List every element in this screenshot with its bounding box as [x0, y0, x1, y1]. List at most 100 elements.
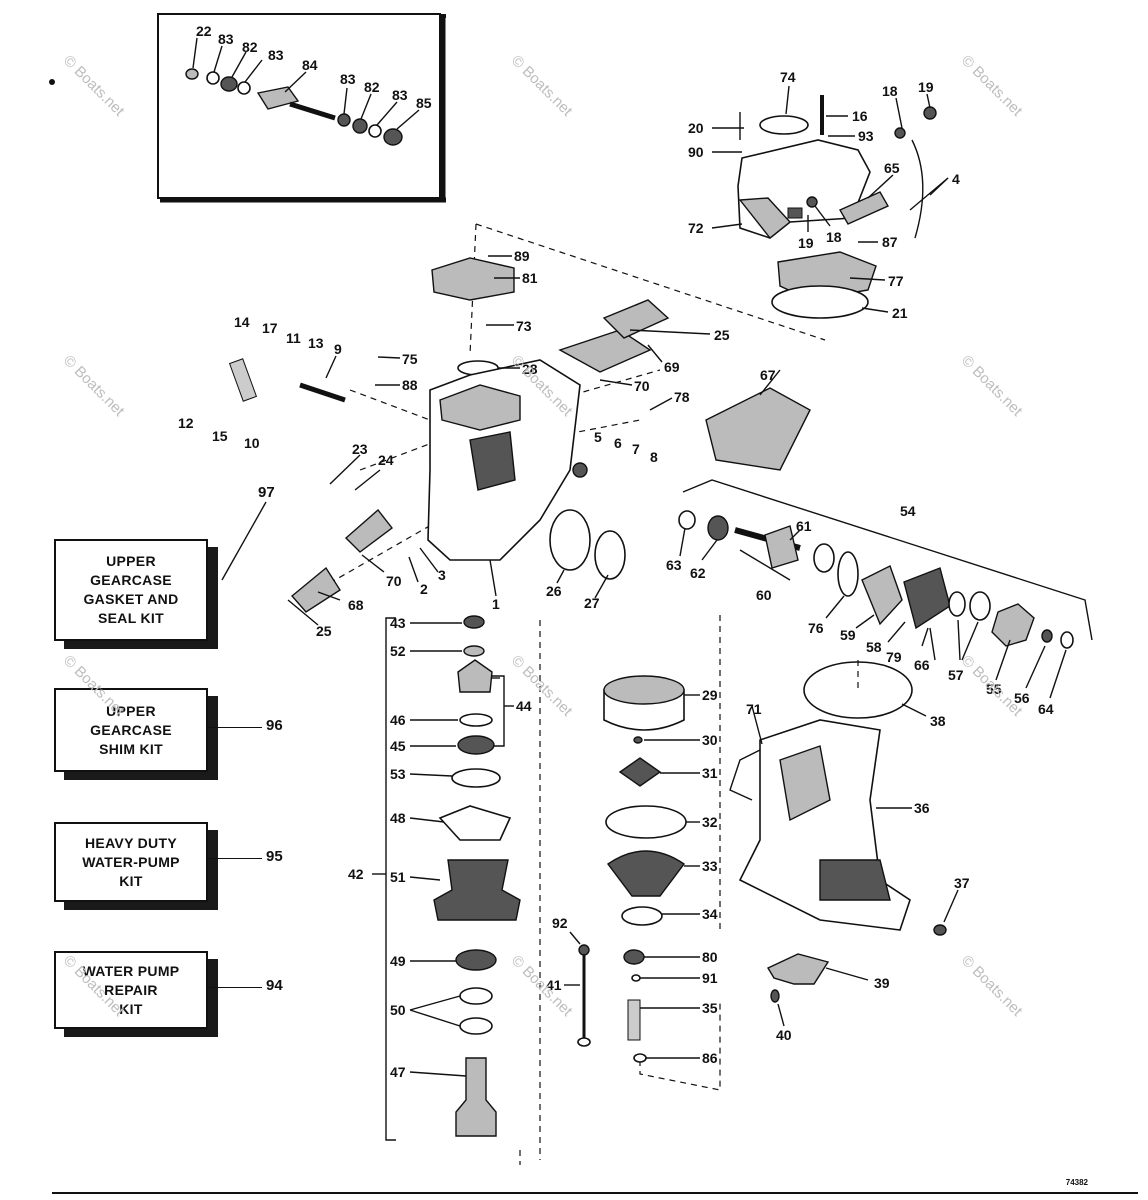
callout-78: 78 — [674, 389, 690, 405]
callout-37: 37 — [954, 875, 970, 891]
callout-19: 19 — [918, 79, 934, 95]
kit-95-leader — [206, 858, 262, 859]
callout-48: 48 — [390, 810, 406, 826]
callout-82: 82 — [364, 79, 380, 95]
callout-24: 24 — [378, 452, 394, 468]
callout-12: 12 — [178, 415, 194, 431]
callout-3: 3 — [438, 567, 446, 583]
callout-60: 60 — [756, 587, 772, 603]
callout-39: 39 — [874, 975, 890, 991]
kit-number: 94 — [266, 977, 283, 994]
callout-87: 87 — [882, 234, 898, 250]
callout-67: 67 — [760, 367, 776, 383]
callout-8: 8 — [650, 449, 658, 465]
callout-45: 45 — [390, 738, 406, 754]
kit-label: HEAVY DUTY WATER-PUMP KIT — [82, 834, 180, 889]
callout-46: 46 — [390, 712, 406, 728]
callout-70: 70 — [634, 378, 650, 394]
callout-83: 83 — [340, 71, 356, 87]
callout-10: 10 — [244, 435, 260, 451]
kit-box-pump-repair: WATER PUMP REPAIR KIT — [54, 951, 208, 1029]
callout-7: 7 — [632, 441, 640, 457]
gearcase-housing — [228, 223, 826, 626]
callout-75: 75 — [402, 351, 418, 367]
kit-label: WATER PUMP REPAIR KIT — [82, 962, 180, 1017]
callout-89: 89 — [514, 248, 530, 264]
kit-label: UPPER GEARCASE GASKET AND SEAL KIT — [83, 553, 179, 626]
kit-box-gasket-seal: UPPER GEARCASE GASKET AND SEAL KIT — [54, 539, 208, 641]
exhaust-housing — [729, 660, 959, 1027]
kit-box-shim: UPPER GEARCASE SHIM KIT — [54, 688, 208, 772]
callout-5: 5 — [594, 429, 602, 445]
kit-number: 95 — [266, 848, 283, 865]
callout-73: 73 — [516, 318, 532, 334]
callout-29: 29 — [702, 687, 718, 703]
kit-94-leader — [206, 987, 262, 988]
callout-72: 72 — [688, 220, 704, 236]
callout-90: 90 — [688, 144, 704, 160]
callout-32: 32 — [702, 814, 718, 830]
callout-33: 33 — [702, 858, 718, 874]
callout-64: 64 — [1038, 701, 1054, 717]
callout-74: 74 — [780, 69, 796, 85]
callout-56: 56 — [1014, 690, 1030, 706]
callout-83: 83 — [268, 47, 284, 63]
callout-88: 88 — [402, 377, 418, 393]
callout-28: 28 — [522, 361, 538, 377]
callout-27: 27 — [584, 595, 600, 611]
callout-6: 6 — [614, 435, 622, 451]
callout-85: 85 — [416, 95, 432, 111]
callout-71: 71 — [746, 701, 762, 717]
callout-65: 65 — [884, 160, 900, 176]
callout-77: 77 — [888, 273, 904, 289]
callout-92: 92 — [552, 915, 568, 931]
callout-93: 93 — [858, 128, 874, 144]
callout-43: 43 — [390, 615, 406, 631]
callout-42: 42 — [348, 866, 364, 882]
kit-96-leader — [206, 727, 262, 728]
kit-label: UPPER GEARCASE SHIM KIT — [90, 702, 172, 757]
callout-57: 57 — [948, 667, 964, 683]
callout-36: 36 — [914, 800, 930, 816]
callout-19: 19 — [798, 235, 814, 251]
callout-70: 70 — [386, 573, 402, 589]
callout-18: 18 — [882, 83, 898, 99]
callout-26: 26 — [546, 583, 562, 599]
callout-25: 25 — [316, 623, 332, 639]
callout-23: 23 — [352, 441, 368, 457]
callout-63: 63 — [666, 557, 682, 573]
drive-shaft-assembly — [678, 479, 1093, 699]
callout-31: 31 — [702, 765, 718, 781]
impeller-housing-group — [519, 615, 721, 1165]
water-pump-stack — [372, 615, 521, 1141]
callout-1: 1 — [492, 596, 500, 612]
callout-44: 44 — [516, 698, 532, 714]
callout-41: 41 — [546, 977, 562, 993]
callout-69: 69 — [664, 359, 680, 375]
callout-20: 20 — [688, 120, 704, 136]
drawing-code: 74382 — [1065, 1178, 1088, 1187]
callout-40: 40 — [776, 1027, 792, 1043]
kit-number: 97 — [258, 484, 275, 501]
callout-80: 80 — [702, 949, 718, 965]
callout-81: 81 — [522, 270, 538, 286]
callout-34: 34 — [702, 906, 718, 922]
callout-50: 50 — [390, 1002, 406, 1018]
callout-30: 30 — [702, 732, 718, 748]
callout-86: 86 — [702, 1050, 718, 1066]
callout-82: 82 — [242, 39, 258, 55]
callout-52: 52 — [390, 643, 406, 659]
callout-55: 55 — [986, 681, 1002, 697]
callout-2: 2 — [420, 581, 428, 597]
kit-97-leader — [221, 501, 267, 581]
callout-84: 84 — [302, 57, 318, 73]
callout-58: 58 — [866, 639, 882, 655]
callout-35: 35 — [702, 1000, 718, 1016]
callout-38: 38 — [930, 713, 946, 729]
callout-76: 76 — [808, 620, 824, 636]
callout-22: 22 — [196, 23, 212, 39]
callout-9: 9 — [334, 341, 342, 357]
callout-54: 54 — [900, 503, 916, 519]
callout-68: 68 — [348, 597, 364, 613]
